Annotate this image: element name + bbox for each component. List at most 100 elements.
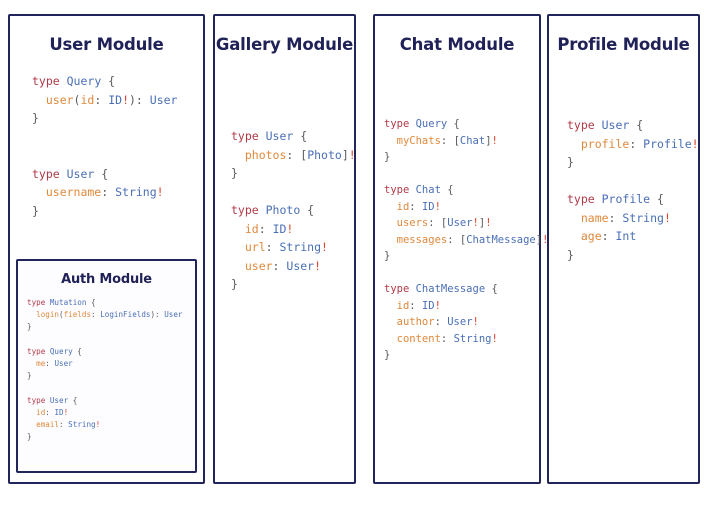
code-line — [27, 334, 195, 346]
code-token-fld: photos — [231, 147, 287, 162]
code-token-bang: ! — [472, 316, 479, 328]
code-token-pun: { — [447, 118, 460, 130]
panel-title-gallery: Gallery Module — [215, 35, 354, 54]
code-block-chat: type Query { myChats: [Chat]!} type Chat… — [384, 116, 549, 364]
code-token-bang: ! — [434, 200, 441, 213]
code-token-type: Chat — [459, 134, 486, 147]
code-token-bang: ! — [491, 332, 498, 345]
code-line: email: String! — [27, 419, 195, 431]
code-token-type: ID — [108, 92, 123, 107]
code-token-type: String — [279, 240, 322, 254]
code-token-type: Chat — [415, 184, 441, 196]
code-token-fld: id — [384, 299, 410, 312]
code-line: type User { — [32, 165, 203, 184]
code-line: } — [384, 248, 539, 265]
code-token-kw: type — [27, 395, 50, 405]
code-token-kw: type — [567, 118, 602, 132]
code-token-type: Query — [49, 346, 73, 356]
code-token-fld: fields — [63, 310, 92, 320]
code-token-type: User — [164, 310, 183, 320]
code-line: } — [567, 246, 698, 265]
code-token-type: User — [601, 118, 630, 132]
code-token-kw: type — [384, 184, 416, 196]
code-block-auth: type Mutation { login(fields: LoginField… — [27, 297, 195, 443]
code-token-pun: } — [567, 155, 574, 169]
code-token-pun: : — [440, 134, 454, 147]
code-block-user: type Query { user(id: ID!): User} type U… — [32, 72, 203, 220]
code-line: type Query { — [32, 72, 203, 91]
panel-title-user: User Module — [49, 35, 164, 54]
code-token-type: ID — [54, 407, 64, 417]
code-token-bang: ! — [434, 299, 441, 312]
code-token-type: ID — [421, 299, 435, 312]
code-token-pun: } — [32, 203, 39, 218]
code-token-pun: : — [447, 233, 460, 246]
code-line: type Chat { — [384, 182, 539, 199]
code-token-fld: id — [27, 407, 46, 417]
code-token-pun: : — [94, 92, 109, 107]
code-token-pun: } — [32, 111, 39, 125]
code-token-pun: } — [231, 166, 238, 180]
code-token-pun: { — [86, 298, 96, 307]
code-token-type: Photo — [307, 147, 342, 162]
code-line: author: User! — [384, 314, 539, 331]
code-token-pun: : — [428, 217, 441, 229]
code-token-fld: users — [384, 217, 429, 229]
code-line: messages: [ChatMessage]! — [384, 232, 549, 249]
code-line: } — [384, 149, 539, 166]
code-line: type User { — [567, 116, 698, 135]
code-token-pun: : — [409, 299, 422, 312]
panel-title-profile: Profile Module — [557, 35, 690, 54]
code-token-pun: : — [286, 147, 301, 162]
code-token-bang: ! — [156, 185, 164, 199]
code-token-fld: myChats — [384, 134, 441, 147]
code-token-pun: { — [101, 74, 116, 88]
code-line: } — [27, 431, 195, 443]
module-panel-gallery[interactable]: Gallery Module type User { photos: [Phot… — [213, 14, 356, 484]
code-token-pun: } — [27, 371, 32, 381]
code-token-brk: ] — [485, 134, 492, 147]
module-panel-chat[interactable]: Chat Module type Query { myChats: [Chat]… — [373, 14, 549, 484]
code-token-brk: ] — [535, 233, 543, 246]
module-panel-user[interactable]: User Module type Query { user(id: ID!): … — [8, 14, 205, 484]
code-token-fld: user — [32, 92, 74, 107]
panel-title-auth: Auth Module — [61, 272, 152, 287]
code-token-pun: { — [650, 192, 664, 206]
code-token-type: User — [265, 129, 294, 143]
code-line: me: User — [27, 358, 195, 370]
code-token-fld: age — [567, 229, 602, 243]
code-line: } — [32, 202, 203, 221]
code-token-pun: ): — [129, 92, 150, 107]
code-token-type: String — [622, 210, 664, 225]
code-line: content: String! — [384, 331, 539, 348]
code-token-fld: id — [80, 92, 95, 107]
code-line: myChats: [Chat]! — [384, 133, 539, 150]
code-token-kw: type — [567, 192, 602, 206]
code-line: profile: Profile! — [567, 135, 699, 154]
code-token-bang: ! — [663, 210, 671, 225]
module-panel-profile[interactable]: Profile Module type User { profile: Prof… — [547, 14, 700, 484]
code-line: user(id: ID!): User — [32, 91, 203, 110]
code-token-pun: } — [384, 349, 391, 361]
code-token-pun: : — [45, 407, 55, 417]
code-token-pun: : — [440, 332, 454, 345]
code-token-pun: : — [434, 316, 448, 328]
code-line: type Photo { — [231, 201, 354, 220]
code-token-fld: author — [384, 316, 435, 328]
code-token-type: ChatMessage — [466, 233, 536, 246]
code-token-pun: { — [485, 283, 498, 295]
code-line: photos: [Photo]! — [231, 146, 356, 165]
code-token-type: User — [149, 92, 178, 107]
code-line: type Query { — [384, 116, 539, 133]
code-token-fld: url — [231, 240, 266, 254]
code-token-kw: type — [32, 166, 67, 181]
code-token-fld: user — [231, 258, 273, 273]
code-line: type User { — [27, 395, 195, 407]
module-panel-auth[interactable]: Auth Module type Mutation { login(fields… — [16, 259, 197, 473]
code-token-brk: [ — [453, 134, 460, 147]
code-token-fld: username — [32, 185, 102, 199]
code-token-fld: login — [27, 310, 60, 320]
code-token-type: User — [66, 166, 95, 181]
code-token-type: User — [54, 359, 73, 369]
code-line: type User { — [231, 127, 354, 146]
